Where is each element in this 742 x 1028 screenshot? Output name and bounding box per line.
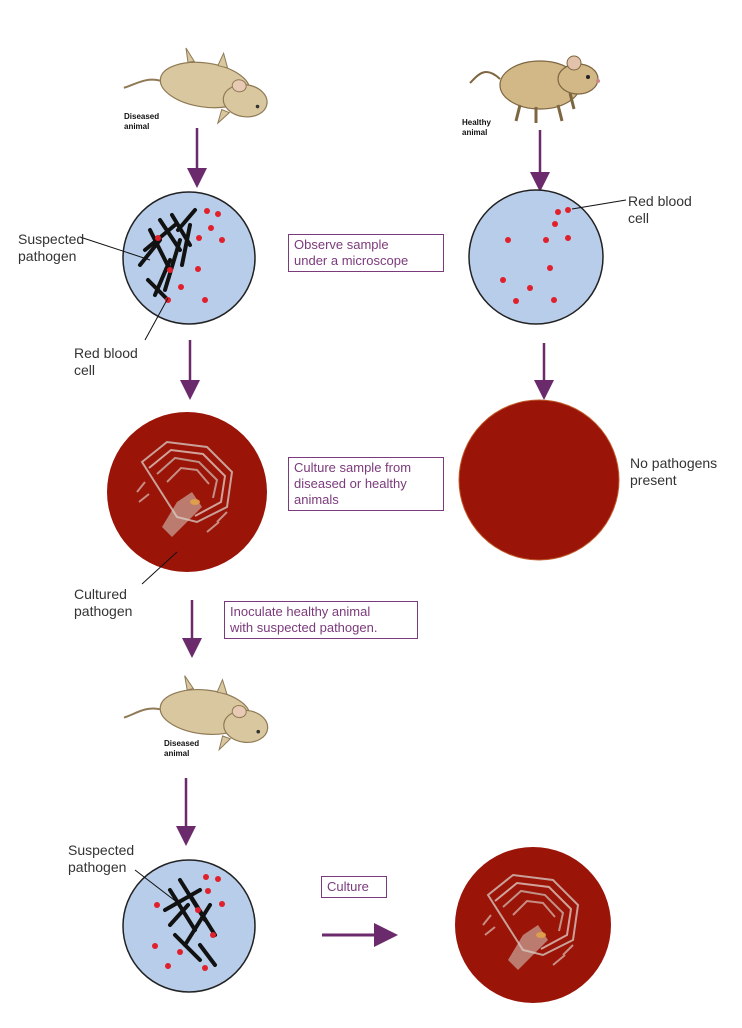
red-blood-cells xyxy=(155,208,225,303)
step-culture-sample-box: Culture sample from diseased or healthy … xyxy=(288,457,444,511)
culture-plate-empty xyxy=(458,399,620,561)
red-blood-cell-label-left: Red blood cell xyxy=(74,345,138,378)
step-inoculate-box: Inoculate healthy animal with suspected … xyxy=(224,601,418,639)
no-pathogens-label: No pathogens present xyxy=(630,455,718,488)
culture-plate-pathogen xyxy=(107,412,267,585)
healthy-mouse-icon xyxy=(468,54,602,125)
diseased-animal-label-top: Diseased animal xyxy=(124,112,160,131)
step-culture-box: Culture xyxy=(321,876,387,898)
healthy-animal-label: Healthy animal xyxy=(462,118,491,137)
cultured-pathogen-label: Cultured pathogen xyxy=(74,586,133,619)
step-observe-box: Observe sample under a microscope xyxy=(288,234,444,272)
suspected-pathogen-label-bottom: Suspected pathogen xyxy=(68,842,135,875)
culture-plate-final xyxy=(455,847,611,1003)
diseased-blood-sample xyxy=(79,191,256,341)
red-blood-cell-label-right: Red blood cell xyxy=(628,193,692,226)
diseased-animal-label-bottom: Diseased animal xyxy=(164,739,200,758)
inoculated-blood-sample xyxy=(122,859,256,993)
healthy-blood-sample xyxy=(468,189,627,325)
suspected-pathogen-label-top: Suspected pathogen xyxy=(18,231,85,264)
